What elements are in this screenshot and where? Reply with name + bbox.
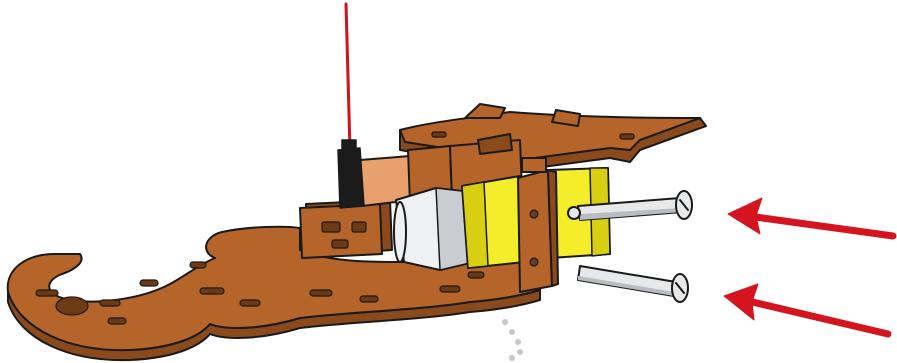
left-bracket xyxy=(300,200,392,258)
upper-screw-arrow xyxy=(728,198,893,236)
lower-screw-arrow xyxy=(724,284,888,334)
dotted-trail xyxy=(502,319,523,361)
motor-mount-plate xyxy=(518,158,558,292)
motor-body xyxy=(394,188,474,270)
motor-wire xyxy=(338,4,364,208)
lower-mount-screw xyxy=(578,266,688,302)
